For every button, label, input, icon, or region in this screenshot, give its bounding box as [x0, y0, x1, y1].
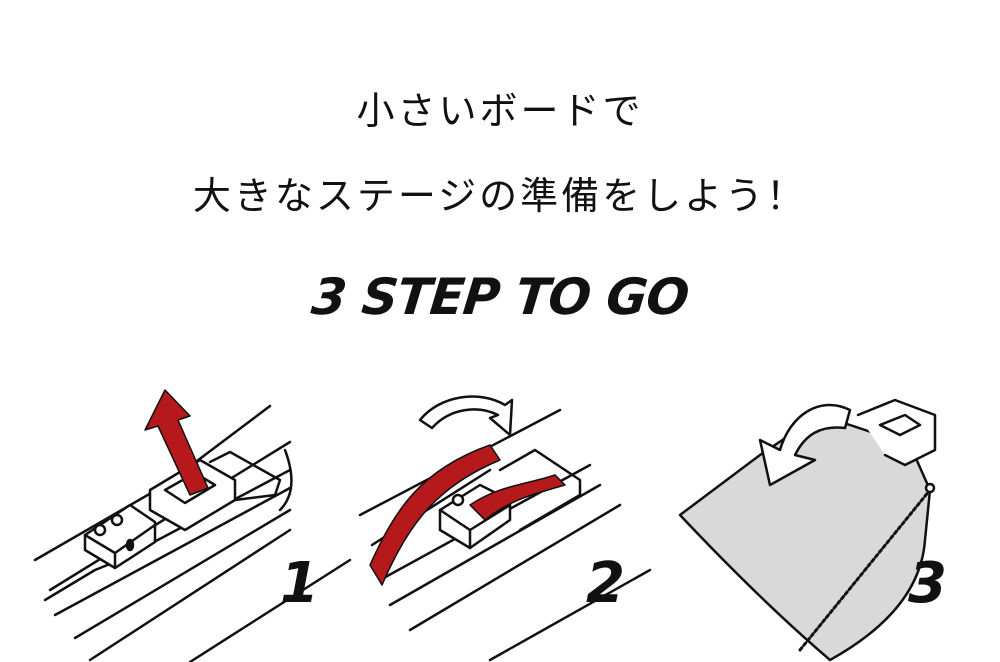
headline-line-2: 大きなステージの準備をしよう！ — [192, 174, 808, 218]
headline-line-1: 小さいボードで — [356, 89, 644, 133]
step-3-number: 3 — [908, 551, 947, 616]
step-2-illustration: 2 — [358, 395, 652, 662]
step-1-number: 1 — [280, 551, 319, 616]
step-2-number: 2 — [586, 551, 625, 616]
steps-illustration: 1 2 3 — [33, 389, 947, 662]
steps-title: 3 STEP TO GO — [308, 268, 692, 326]
step-3-illustration: 3 — [678, 398, 947, 662]
step-1-illustration: 1 — [33, 389, 352, 662]
